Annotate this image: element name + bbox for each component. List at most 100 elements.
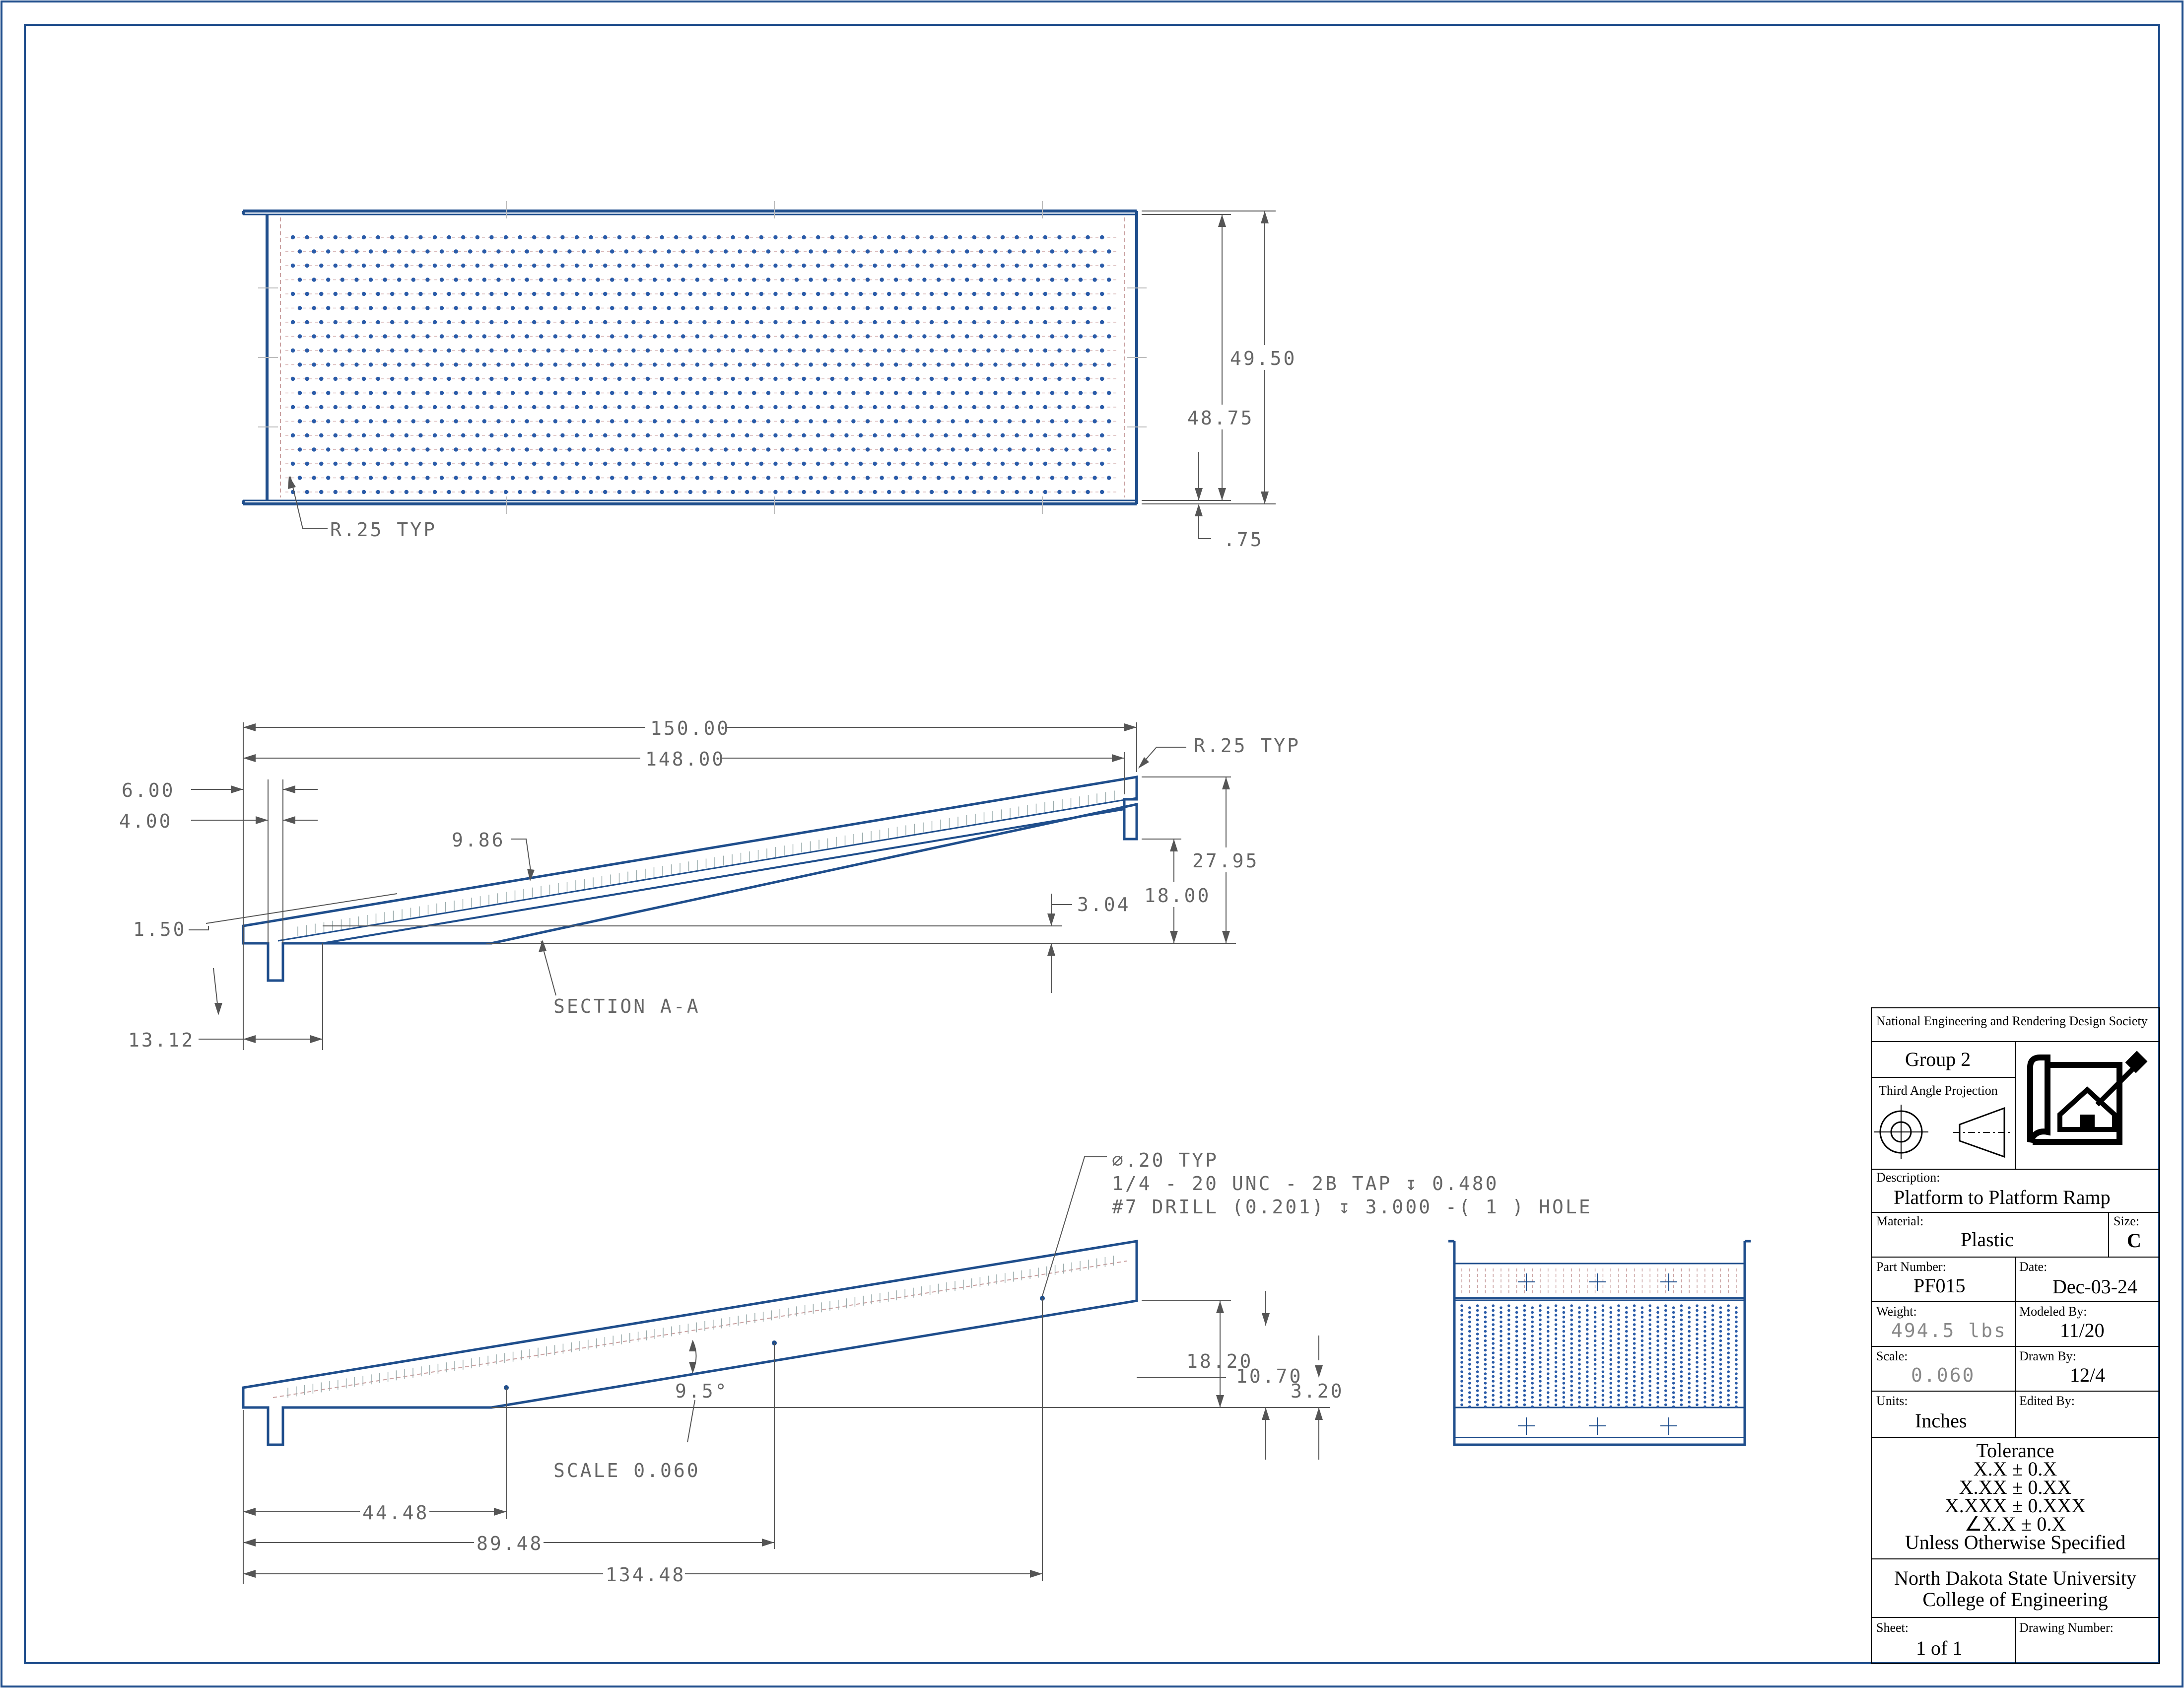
hole: [752, 419, 756, 423]
end-hole: [1601, 1351, 1605, 1354]
hole: [844, 433, 849, 438]
hole: [745, 291, 750, 296]
hole: [745, 376, 750, 381]
end-hole: [1500, 1377, 1502, 1380]
title-block: National Engineering and Rendering Desig…: [1871, 1007, 2160, 1664]
end-hole: [1492, 1365, 1495, 1369]
hole: [418, 235, 423, 240]
hole: [816, 490, 820, 494]
hole: [432, 235, 437, 240]
tolerance-title: Tolerance: [1976, 1439, 2054, 1462]
end-hole: [1492, 1342, 1495, 1345]
hole: [340, 476, 344, 480]
end-hole: [1727, 1351, 1730, 1354]
hole: [397, 278, 402, 282]
end-hole: [1476, 1365, 1479, 1369]
end-hole: [1704, 1325, 1706, 1328]
hole: [780, 334, 785, 339]
hole: [305, 348, 309, 353]
hole: [787, 320, 792, 325]
end-hole: [1735, 1382, 1738, 1385]
hole: [1100, 263, 1104, 268]
hole: [723, 249, 728, 254]
hole: [319, 405, 324, 410]
hole: [944, 320, 948, 325]
end-hole: [1468, 1367, 1471, 1371]
dim-148: 148.00: [645, 748, 725, 770]
end-hole: [1507, 1361, 1510, 1364]
end-hole: [1593, 1358, 1597, 1361]
end-hole: [1704, 1377, 1706, 1380]
hole: [610, 362, 614, 367]
end-hole: [1625, 1335, 1628, 1337]
hole: [709, 249, 714, 254]
hole: [1015, 461, 1019, 466]
end-hole: [1664, 1389, 1667, 1392]
hole: [858, 433, 863, 438]
end-hole: [1711, 1318, 1714, 1322]
hole: [844, 490, 849, 494]
end-hole: [1688, 1386, 1691, 1390]
hole-grid: [285, 235, 1117, 494]
end-hole: [1507, 1351, 1510, 1354]
hole: [1100, 405, 1104, 410]
hole: [361, 376, 366, 381]
end-hole: [1547, 1396, 1550, 1399]
hole: [439, 334, 444, 339]
hole: [418, 291, 423, 296]
end-hole: [1704, 1311, 1706, 1314]
hole: [617, 433, 622, 438]
end-hole: [1680, 1318, 1683, 1322]
end-hole: [1586, 1314, 1589, 1317]
hole: [901, 291, 906, 296]
hole: [908, 476, 913, 480]
end-hole: [1696, 1323, 1699, 1326]
hole: [305, 263, 309, 268]
hole: [390, 291, 395, 296]
hole: [816, 348, 820, 353]
end-hole: [1664, 1351, 1667, 1354]
end-hole: [1476, 1399, 1479, 1402]
hole: [695, 249, 700, 254]
end-hole: [1539, 1351, 1542, 1354]
end-hole: [1640, 1358, 1644, 1361]
end-hole: [1648, 1380, 1651, 1383]
hole: [1086, 320, 1090, 325]
end-hole: [1500, 1335, 1502, 1337]
hole: [880, 391, 884, 395]
end-hole: [1601, 1309, 1605, 1312]
hole: [567, 278, 572, 282]
hole: [958, 291, 962, 296]
hole: [1100, 291, 1104, 296]
end-hole: [1523, 1394, 1526, 1397]
hole: [773, 490, 778, 494]
end-hole: [1578, 1386, 1581, 1390]
end-hole: [1593, 1382, 1597, 1385]
end-hole: [1664, 1394, 1667, 1397]
hole: [908, 306, 913, 310]
end-hole: [1664, 1361, 1667, 1364]
end-hole: [1664, 1375, 1667, 1378]
hole: [823, 419, 827, 423]
end-hole: [1476, 1304, 1479, 1307]
hole: [1078, 476, 1083, 480]
end-hole: [1531, 1335, 1534, 1337]
hole: [532, 263, 537, 268]
end-hole: [1460, 1314, 1463, 1317]
end-hole: [1492, 1361, 1495, 1364]
hole: [390, 490, 395, 494]
hole: [1086, 461, 1090, 466]
hole: [709, 476, 714, 480]
end-hole: [1554, 1337, 1558, 1340]
end-hole: [1711, 1342, 1714, 1345]
hole: [404, 461, 409, 466]
end-hole: [1562, 1306, 1566, 1309]
end-hole: [1688, 1405, 1691, 1408]
hole-note-drill: #7 DRILL (0.201) ↧ 3.000 -( 1 ) HOLE: [1112, 1196, 1592, 1218]
end-hole: [1562, 1325, 1566, 1328]
hole: [1086, 348, 1090, 353]
hole: [475, 291, 479, 296]
end-hole: [1617, 1356, 1620, 1359]
end-hole: [1664, 1365, 1667, 1369]
hole: [695, 362, 700, 367]
